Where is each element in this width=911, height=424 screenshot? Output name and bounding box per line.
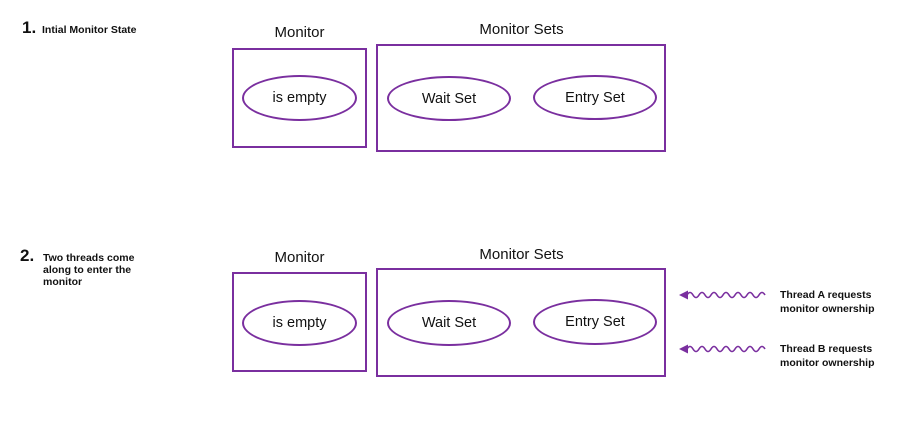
step-1-wait-set-text: Wait Set [421, 90, 477, 107]
step-2-label: Two threads come along to enter the moni… [43, 252, 134, 288]
step-2-monitor-state-text: is empty [272, 315, 327, 331]
step-2-label-line-3: monitor [43, 276, 83, 288]
step-1-monitor-state-ellipse: is empty [242, 75, 357, 121]
wavy-arrow-left-icon [679, 290, 766, 300]
step-2-wait-set-ellipse: Wait Set [387, 300, 511, 346]
step-1-monitor-title: Monitor [274, 24, 325, 41]
thread-b-label: Thread B requests monitor ownership [780, 342, 875, 370]
step-2-entry-set-ellipse: Entry Set [533, 299, 657, 345]
step-1-monitor-sets-title: Monitor Sets [479, 21, 564, 38]
step-2-monitor-title: Monitor [274, 249, 325, 266]
step-1-entry-set-ellipse: Entry Set [533, 75, 657, 120]
step-2-label-line-2: along to enter the [43, 264, 132, 276]
step-2-label-line-1: Two threads come [43, 252, 135, 264]
step-2-monitor-state-ellipse: is empty [242, 300, 357, 346]
thread-b-label-line-1: Thread B requests [780, 343, 873, 355]
step-1-wait-set-ellipse: Wait Set [387, 76, 511, 121]
step-1-number: 1. [22, 18, 37, 37]
step-2-entry-set-text: Entry Set [565, 314, 625, 330]
wavy-arrow-left-icon [679, 344, 766, 354]
thread-a-label-line-1: Thread A requests [780, 289, 872, 301]
thread-a-arrow [678, 287, 774, 303]
thread-b-label-line-2: monitor ownership [780, 357, 875, 369]
step-2-number: 2. [20, 246, 35, 265]
step-2-monitor-sets-title: Monitor Sets [479, 246, 564, 263]
step-1-entry-set-text: Entry Set [565, 89, 625, 106]
step-2-wait-set-text: Wait Set [421, 315, 477, 331]
thread-a-label: Thread A requests monitor ownership [780, 288, 875, 316]
thread-a-label-line-2: monitor ownership [780, 303, 875, 315]
thread-b-arrow [678, 341, 774, 357]
step-1-monitor-state-text: is empty [272, 90, 327, 106]
step-1-label: Intial Monitor State [42, 24, 137, 36]
